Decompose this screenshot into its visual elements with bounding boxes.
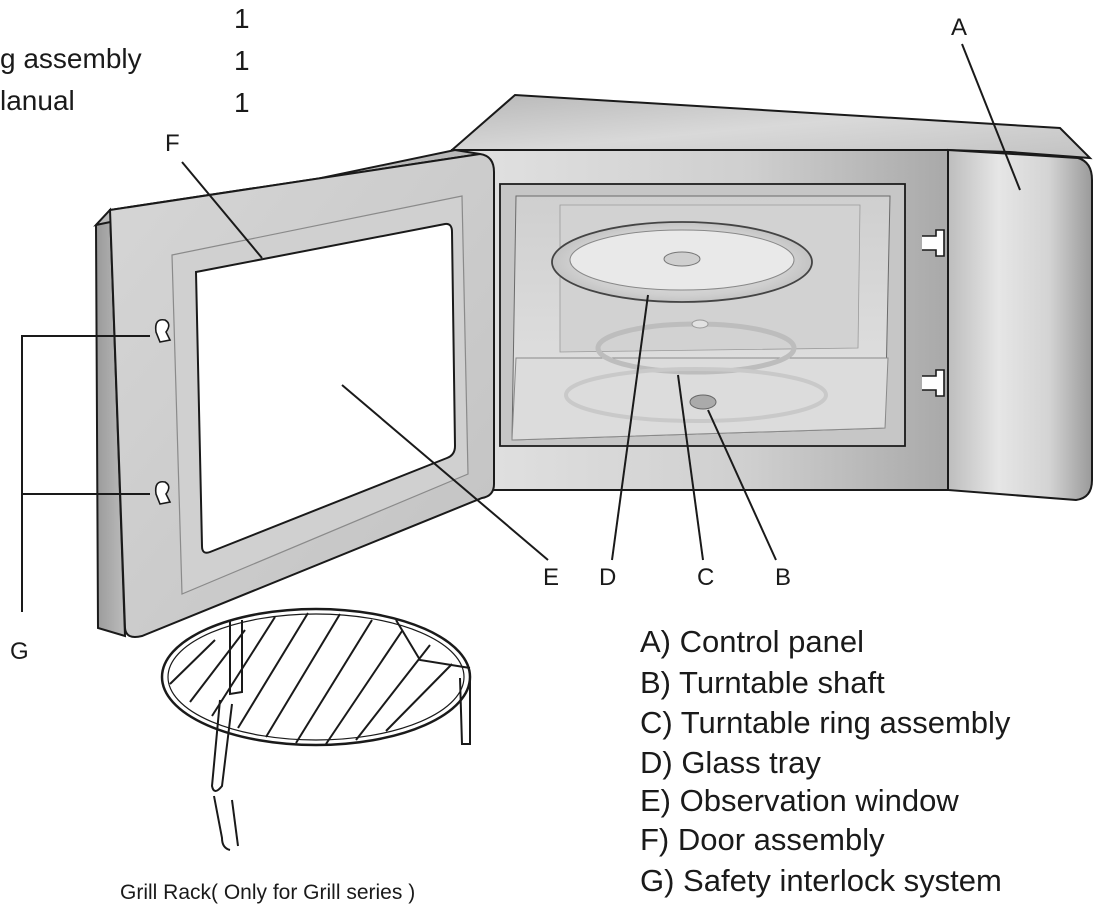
leader-f: [181, 161, 263, 259]
parts-list-row-2-qty: 1: [234, 45, 250, 76]
leader-d: [611, 294, 649, 561]
oven-body: [449, 93, 1093, 502]
callout-e: E: [543, 564, 560, 591]
grill-rack-outer-ring: [160, 607, 472, 747]
legend-item-d: D) Glass tray: [640, 745, 821, 780]
callout-leaders: [21, 43, 1021, 612]
legend-item-e: E) Observation window: [640, 783, 959, 818]
door-assembly: [93, 148, 495, 638]
interlock-hook-lower: [154, 480, 172, 505]
latch-hole-lower: [922, 369, 945, 397]
leader-b: [707, 409, 777, 561]
parts-list-row-3-qty: 1: [234, 87, 250, 118]
observation-window: [194, 222, 457, 554]
callout-c: C: [697, 564, 715, 591]
legend-item-b: B) Turntable shaft: [640, 665, 885, 700]
grill-rack-caption: Grill Rack( Only for Grill series ): [120, 881, 416, 904]
legend-item-a: A) Control panel: [640, 624, 865, 659]
legend-item-g: G) Safety interlock system: [640, 863, 1002, 898]
callout-d: D: [599, 564, 617, 591]
leader-e: [341, 384, 549, 561]
control-panel: [947, 148, 1093, 502]
callout-f: F: [165, 130, 180, 157]
latch-hole-upper: [922, 229, 945, 257]
grill-rack-leg-back: [229, 620, 243, 696]
leader-a: [961, 43, 1021, 191]
legend-item-c: C) Turntable ring assembly: [640, 705, 1011, 740]
grill-rack: [160, 607, 472, 851]
callout-g: G: [10, 638, 29, 665]
legend-item-f: F) Door assembly: [640, 822, 885, 857]
grill-rack-leg-right: [459, 677, 471, 745]
interlock-hook-upper: [154, 318, 172, 343]
parts-list-row-2-label: g assembly: [0, 43, 142, 74]
leader-c: [677, 374, 704, 561]
grill-rack-leg-front: [210, 699, 233, 792]
callout-b: B: [775, 564, 792, 591]
turntable-shaft: [689, 394, 717, 410]
parts-list-row-3-label: lanual: [0, 85, 75, 116]
parts-list-row-1-qty: 1: [234, 3, 250, 34]
leader-g: [21, 335, 150, 612]
callout-a: A: [951, 14, 968, 41]
